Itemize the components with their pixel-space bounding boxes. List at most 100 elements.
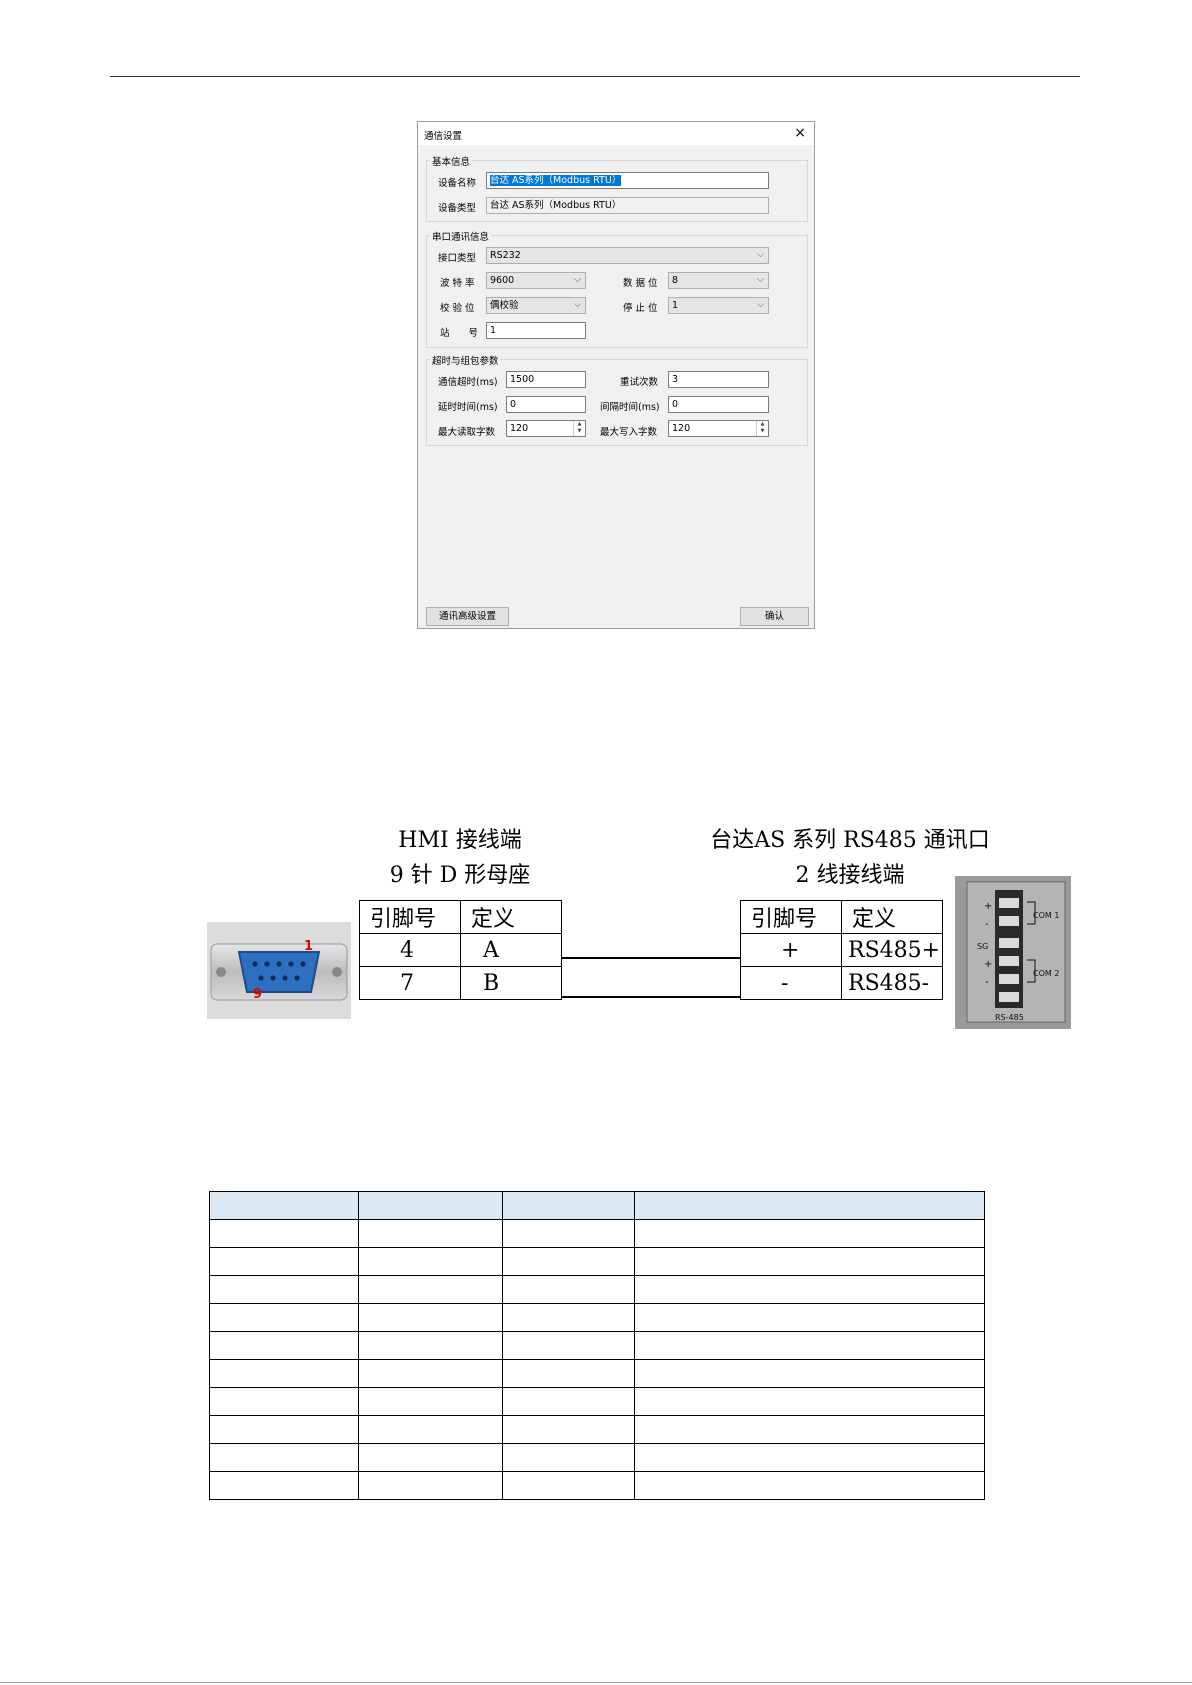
- stop-bits-select[interactable]: 1 ⌵: [668, 297, 769, 314]
- table-cell: [358, 1443, 503, 1472]
- device-type-label: 设备类型: [438, 203, 477, 214]
- interval-time-value: 0: [672, 399, 679, 410]
- table-cell: [209, 1247, 359, 1276]
- spin-arrows[interactable]: ▲ ▼: [756, 421, 768, 436]
- chevron-down-icon: ⌵: [574, 275, 581, 285]
- max-read-stepper[interactable]: 120 ▲ ▼: [506, 420, 586, 437]
- device-name-value: 台达 AS系列（Modbus RTU）: [490, 175, 622, 186]
- pin-cell: -: [740, 966, 842, 1000]
- table-cell: [358, 1415, 503, 1444]
- table-row: 7 B: [359, 966, 562, 1000]
- stop-bits-value: 1: [672, 300, 679, 311]
- device-type-value: 台达 AS系列（Modbus RTU）: [490, 200, 622, 211]
- spin-up-icon[interactable]: ▲: [577, 421, 582, 427]
- table-cell: [634, 1387, 985, 1416]
- table-row: [209, 1303, 985, 1332]
- chevron-down-icon: ⌵: [757, 300, 764, 310]
- interface-type-value: RS232: [490, 250, 521, 261]
- interval-time-input[interactable]: 0: [668, 396, 769, 413]
- db9-connector-image: 1 9: [207, 922, 351, 1019]
- table-cell: [209, 1443, 359, 1472]
- basic-info-group: [426, 160, 808, 222]
- table-header-row: 引脚号 定义: [740, 900, 943, 934]
- table-cell: [358, 1471, 503, 1500]
- table-cell: [634, 1247, 985, 1276]
- table-row: [209, 1359, 985, 1388]
- table-cell: [502, 1443, 635, 1472]
- table-cell: [209, 1219, 359, 1248]
- table-cell: [358, 1359, 503, 1388]
- plc-title-line1: 台达AS 系列 RS485 通讯口: [710, 828, 990, 853]
- table-row: [209, 1443, 985, 1472]
- pin-cell: 7: [359, 966, 461, 1000]
- table-row: [209, 1415, 985, 1444]
- table-header-row: 引脚号 定义: [359, 900, 562, 934]
- plc-title-line2: 2 线接线端: [795, 863, 905, 888]
- baud-rate-select[interactable]: 9600 ⌵: [486, 272, 586, 289]
- data-bits-label: 数 据 位: [623, 278, 658, 289]
- spin-up-icon[interactable]: ▲: [760, 421, 765, 427]
- delay-time-label: 延时时间(ms): [438, 402, 498, 413]
- pin1-label: 1: [304, 939, 313, 954]
- spin-arrows[interactable]: ▲ ▼: [573, 421, 585, 436]
- terminal-sign: +: [984, 901, 992, 912]
- terminal-sign: +: [984, 959, 992, 970]
- table-cell: [502, 1387, 635, 1416]
- baud-rate-label: 波 特 率: [440, 278, 475, 289]
- table-cell: [358, 1247, 503, 1276]
- device-type-field: 台达 AS系列（Modbus RTU）: [486, 197, 769, 214]
- wire-a: [561, 957, 740, 959]
- table-row: [209, 1275, 985, 1304]
- footer-rule: [0, 1682, 1192, 1683]
- definition-column-header: 定义: [841, 900, 943, 934]
- definition-cell: RS485-: [841, 966, 943, 1000]
- data-bits-select[interactable]: 8 ⌵: [668, 272, 769, 289]
- station-label: 站 号: [440, 328, 479, 339]
- header-cell: [358, 1191, 503, 1220]
- table-cell: [502, 1275, 635, 1304]
- parity-value: 偶校验: [490, 300, 519, 311]
- table-cell: [634, 1219, 985, 1248]
- ok-button[interactable]: 确认: [740, 607, 809, 626]
- table-cell: [634, 1471, 985, 1500]
- spin-down-icon[interactable]: ▼: [577, 428, 582, 434]
- rs485-label: RS-485: [995, 1013, 1024, 1022]
- table-row: 4 A: [359, 933, 562, 967]
- spin-down-icon[interactable]: ▼: [760, 428, 765, 434]
- pin-column-header: 引脚号: [359, 900, 461, 934]
- interface-type-label: 接口类型: [438, 253, 477, 264]
- interval-time-label: 间隔时间(ms): [600, 402, 660, 413]
- timeout-group: [426, 359, 808, 446]
- close-icon[interactable]: ×: [794, 125, 806, 141]
- table-cell: [502, 1359, 635, 1388]
- table-header-row: [209, 1191, 985, 1220]
- table-row: [209, 1471, 985, 1500]
- pin-column-header: 引脚号: [740, 900, 842, 934]
- table-cell: [634, 1415, 985, 1444]
- com1-label: COM 1: [1033, 911, 1059, 920]
- table-cell: [209, 1303, 359, 1332]
- table-cell: [634, 1331, 985, 1360]
- table-row: [209, 1219, 985, 1248]
- retry-count-input[interactable]: 3: [668, 371, 769, 388]
- table-cell: [502, 1415, 635, 1444]
- table-cell: [502, 1331, 635, 1360]
- station-input[interactable]: 1: [486, 322, 586, 339]
- terminal-sign: -: [985, 919, 989, 930]
- comm-settings-dialog: 通信设置 × 基本信息 设备名称 台达 AS系列（Modbus RTU） 设备类…: [417, 121, 815, 629]
- pin-cell: 4: [359, 933, 461, 967]
- interface-type-select[interactable]: RS232 ⌵: [486, 247, 769, 264]
- parity-select[interactable]: 偶校验 ⌵: [486, 297, 586, 314]
- com2-label: COM 2: [1033, 969, 1059, 978]
- comm-timeout-input[interactable]: 1500: [506, 371, 586, 388]
- advanced-settings-button[interactable]: 通讯高级设置: [426, 607, 509, 626]
- device-name-input[interactable]: 台达 AS系列（Modbus RTU）: [486, 172, 769, 189]
- hmi-title-line2: 9 针 D 形母座: [389, 863, 531, 888]
- max-write-stepper[interactable]: 120 ▲ ▼: [668, 420, 769, 437]
- register-table: [209, 1191, 985, 1500]
- table-cell: [209, 1415, 359, 1444]
- serial-info-group: [426, 235, 808, 348]
- header-rule: [110, 76, 1080, 77]
- delay-time-input[interactable]: 0: [506, 396, 586, 413]
- device-name-label: 设备名称: [438, 178, 477, 189]
